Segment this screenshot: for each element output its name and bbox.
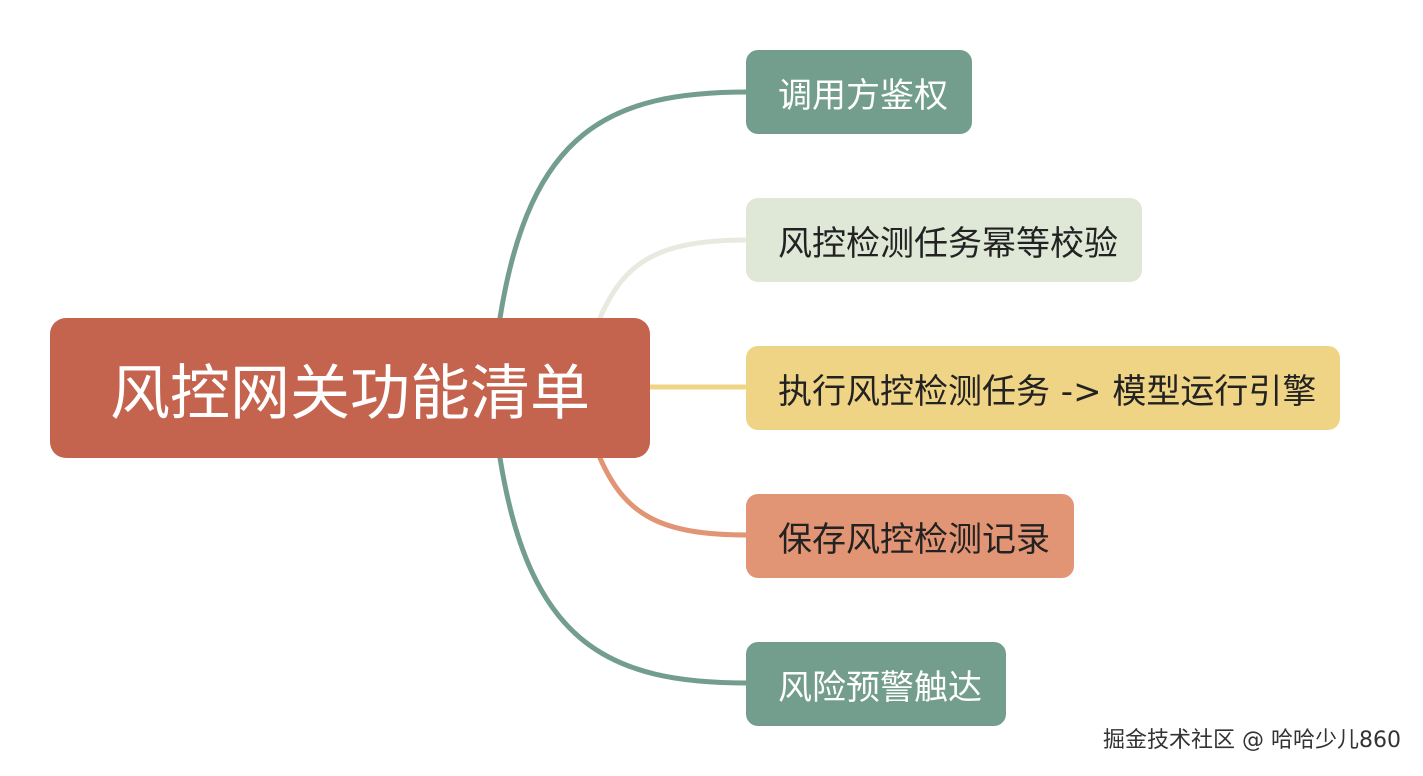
branch-topic-risk-alert[interactable]: 风险预警触达 — [746, 642, 1006, 726]
connector-branch-5 — [497, 455, 751, 686]
connector-branch-4 — [597, 455, 751, 538]
branch-topic-label: 调用方鉴权 — [778, 75, 948, 116]
watermark: 掘金技术社区 @ 哈哈少儿860 — [1103, 728, 1401, 753]
branch-topic-caller-auth[interactable]: 调用方鉴权 — [746, 50, 972, 134]
branch-topic-label: 保存风控检测记录 — [778, 519, 1050, 560]
branch-topic-label: 风控检测任务幂等校验 — [778, 223, 1118, 264]
branch-topic-save-record[interactable]: 保存风控检测记录 — [746, 494, 1074, 578]
connector-branch-2 — [597, 237, 751, 321]
connector-branch-1 — [497, 89, 751, 321]
branch-topic-idempotency-check[interactable]: 风控检测任务幂等校验 — [746, 198, 1142, 282]
branch-topic-execute-task[interactable]: 执行风控检测任务 -> 模型运行引擎 — [746, 346, 1341, 430]
branch-topic-label: 执行风控检测任务 -> 模型运行引擎 — [778, 371, 1317, 412]
root-topic[interactable]: 风控网关功能清单 — [50, 318, 650, 458]
branch-topic-label: 风险预警触达 — [778, 667, 982, 708]
root-topic-label: 风控网关功能清单 — [110, 358, 590, 429]
